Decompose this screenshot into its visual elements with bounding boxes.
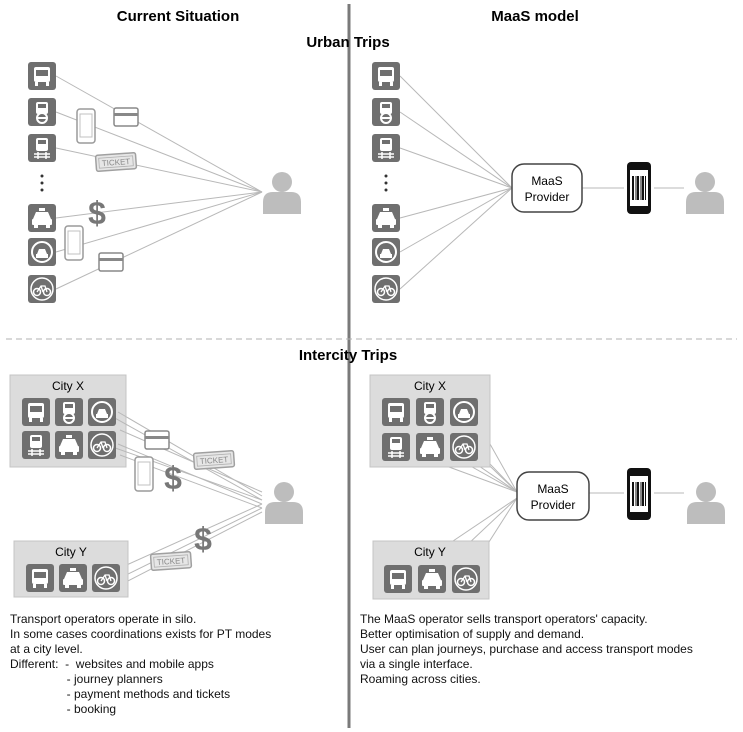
taxi-icon: [28, 204, 56, 232]
bike-icon: [91, 563, 121, 593]
svg-text:City Y: City Y: [55, 545, 87, 559]
right-text-line: Roaming across cities.: [360, 672, 481, 686]
more-modes-dots: [384, 174, 388, 192]
dollar-sign: $: [194, 521, 212, 557]
left-text-line: - payment methods and tickets: [10, 687, 231, 701]
left-text-line: at a city level.: [10, 642, 83, 656]
bus-icon: [384, 565, 412, 593]
ticket-label: TICKET: [157, 556, 186, 567]
header-intercity-trips: Intercity Trips: [299, 347, 397, 364]
bus-icon: [26, 564, 54, 592]
credit-card-icon: [144, 430, 170, 450]
svg-text:MaaS: MaaS: [537, 482, 568, 496]
more-modes-dots: [40, 174, 44, 192]
smartphone-barcode-icon: [626, 161, 652, 215]
header-maas-model: MaaS model: [491, 8, 579, 25]
train-icon: [371, 133, 401, 163]
train-icon: [381, 432, 411, 462]
train-icon: [27, 133, 57, 163]
maas-provider-box: MaaS Provider: [516, 471, 590, 521]
ticket-icon: TICKET: [94, 151, 138, 173]
svg-text:Provider: Provider: [531, 498, 576, 512]
bike-icon: [371, 274, 401, 304]
ticket-icon: TICKET: [149, 550, 193, 572]
tram-icon: [27, 97, 57, 127]
dollar-sign: $: [164, 460, 182, 496]
user-icon: [687, 482, 725, 524]
svg-text:MaaS: MaaS: [531, 174, 562, 188]
right-text-line: User can plan journeys, purchase and acc…: [360, 642, 693, 656]
svg-text:City X: City X: [52, 379, 84, 393]
user-icon: [686, 172, 724, 214]
header-current-situation: Current Situation: [117, 8, 240, 25]
tram-icon: [371, 97, 401, 127]
user-icon: [265, 482, 303, 524]
left-text-line: Different: - websites and mobile apps: [10, 657, 214, 671]
svg-text:City Y: City Y: [414, 545, 446, 559]
ticket-icon: TICKET: [192, 449, 236, 471]
intercity-current-lines: [103, 411, 263, 586]
taxi-icon: [418, 565, 446, 593]
right-text-line: The MaaS operator sells transport operat…: [360, 612, 648, 626]
car-sharing-icon: [449, 397, 479, 427]
taxi-icon: [416, 433, 444, 461]
right-description: The MaaS operator sells transport operat…: [360, 612, 738, 687]
maas-provider-box: MaaS Provider: [511, 163, 583, 213]
credit-card-icon: [98, 252, 124, 272]
smartphone-icon: [134, 456, 154, 492]
right-text-line: via a single interface.: [360, 657, 473, 671]
left-text-line: - journey planners: [10, 672, 163, 686]
left-description: Transport operators operate in silo. In …: [10, 612, 340, 717]
car-sharing-icon: [371, 237, 401, 267]
bike-icon: [449, 432, 479, 462]
taxi-icon: [372, 204, 400, 232]
taxi-icon: [59, 564, 87, 592]
bus-icon: [28, 62, 56, 90]
smartphone-icon: [64, 225, 84, 261]
taxi-icon: [55, 431, 83, 459]
car-sharing-icon: [27, 237, 57, 267]
tram-icon: [415, 397, 445, 427]
tram-icon: [54, 397, 84, 427]
bike-icon: [27, 274, 57, 304]
bike-icon: [87, 430, 117, 460]
dollar-sign: $: [88, 195, 106, 231]
bus-icon: [382, 398, 410, 426]
left-text-line: - booking: [10, 702, 117, 716]
urban-current-lines: [55, 75, 263, 290]
left-text-line: In some cases coordinations exists for P…: [10, 627, 272, 641]
user-icon: [263, 172, 301, 214]
train-icon: [21, 430, 51, 460]
smartphone-barcode-icon: [626, 467, 652, 521]
ticket-label: TICKET: [200, 455, 229, 466]
smartphone-icon: [76, 108, 96, 144]
credit-card-icon: [113, 107, 139, 127]
header-urban-trips: Urban Trips: [306, 34, 389, 51]
right-text-line: Better optimisation of supply and demand…: [360, 627, 585, 641]
bike-icon: [451, 564, 481, 594]
bus-icon: [372, 62, 400, 90]
svg-text:City X: City X: [414, 379, 446, 393]
svg-text:Provider: Provider: [525, 190, 570, 204]
car-sharing-icon: [87, 397, 117, 427]
urban-maas-lines: [399, 75, 684, 290]
bus-icon: [22, 398, 50, 426]
left-text-line: Transport operators operate in silo.: [10, 612, 197, 626]
ticket-label: TICKET: [102, 157, 131, 168]
